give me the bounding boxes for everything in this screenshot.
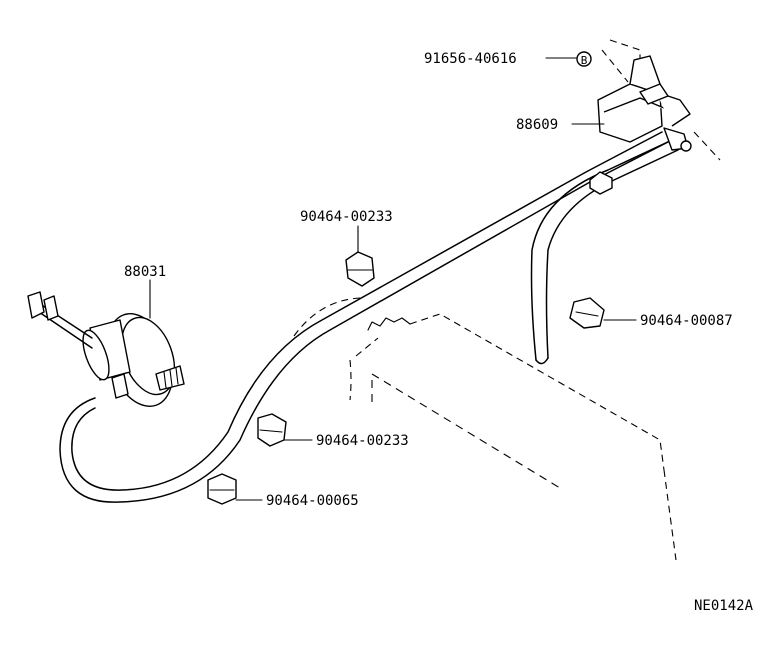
clamp-bottom xyxy=(207,473,237,505)
hose-joint xyxy=(589,171,613,195)
bolt-marker: B xyxy=(576,51,592,67)
bolt-symbol-label: B xyxy=(581,54,588,67)
label-clamp-bottom: 90464-00065 xyxy=(266,493,359,509)
leader-lines xyxy=(149,57,637,501)
vacuum-actuator xyxy=(27,291,185,407)
label-bolt: 91656-40616 xyxy=(424,51,517,67)
clamp-lower xyxy=(257,413,287,447)
clamp-upper xyxy=(345,251,375,287)
figure-code: NE0142A xyxy=(694,598,754,614)
label-actuator: 88031 xyxy=(124,264,166,280)
vacuum-hose-main xyxy=(59,131,669,503)
vacuum-hose-branch xyxy=(530,139,679,365)
vsv-valve xyxy=(597,55,692,152)
label-clamp-lower: 90464-00233 xyxy=(316,433,409,449)
label-vsv: 88609 xyxy=(516,117,558,133)
label-clamp-right: 90464-00087 xyxy=(640,313,733,329)
label-clamp-upper: 90464-00233 xyxy=(300,209,393,225)
clamp-right xyxy=(569,297,605,329)
